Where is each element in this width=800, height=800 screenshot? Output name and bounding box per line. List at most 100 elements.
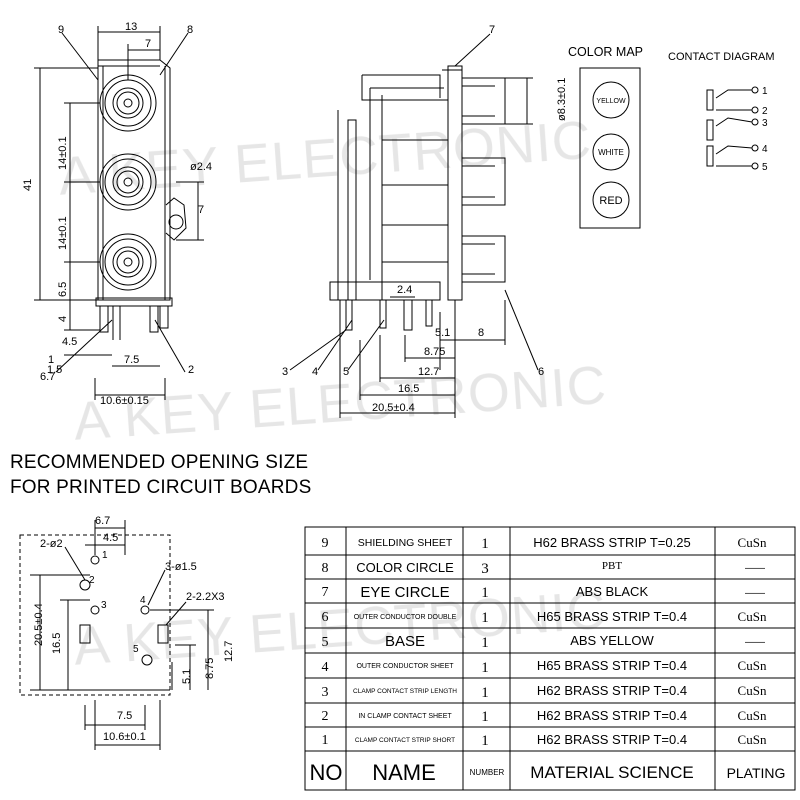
side-view-labels: ø8.3±0.1 2.4 5.1 8 8.75 12.7 16.5 20.5±0… [282,24,568,414]
bom-name: COLOR CIRCLE [356,560,454,575]
callout-1: 1 [48,354,54,366]
bom-material: ABS YELLOW [570,633,654,648]
dim-tab-7: 7 [198,204,204,216]
bom-row: 7 EYE CIRCLE 1 ABS BLACK —— [322,584,766,601]
color-map-frame [579,67,641,229]
bom-plating: CuSn [738,658,767,673]
pcb-dim-10-6: 10.6±0.1 [103,731,146,743]
bom-qty: 1 [481,733,489,749]
bom-name: OUTER CONDUCTOR SHEET [356,663,454,670]
front-body-outline [97,59,171,301]
contact-pin-4: 4 [762,144,768,155]
bom-no: 4 [322,660,329,675]
bom-plating: —— [745,637,765,648]
bom-qty: 3 [481,561,489,577]
side-jack-barrel-top [462,77,506,125]
pcb-heading-line-1: RECOMMENDED OPENING SIZE [10,452,309,473]
pcb-heading-line-2: FOR PRINTED CIRCUIT BOARDS [10,477,312,498]
bom-qty: 1 [481,585,489,601]
bom-header-row: NO NAME NUMBER MATERIAL SCIENCE PLATING [310,760,786,785]
dim-width-13: 13 [125,21,137,33]
color-map: COLOR MAP YELLOW WHITE RED [568,45,643,229]
dim-6-7: 6.7 [40,371,55,383]
callout-5: 5 [343,366,349,378]
bom-name: BASE [385,633,425,650]
pcb-slot-right [157,624,169,644]
callout-7: 7 [489,24,495,36]
bom-plating: —— [745,563,765,574]
bom-material: ABS BLACK [576,584,649,599]
dim-5-1: 5.1 [435,327,450,339]
front-tab-hole [168,214,184,230]
bom-row: 2 IN CLAMP CONTACT SHEET 1 H62 BRASS STR… [322,708,767,725]
pcb-dim-16-5: 16.5 [51,633,63,654]
pcb-slot-left [79,624,91,644]
bom-material: H65 BRASS STRIP T=0.4 [537,658,687,673]
bom-material: H62 BRASS STRIP T=0.25 [533,535,690,550]
pcb-dim-12-7: 12.7 [223,641,235,662]
bom-row: 9 SHIELDING SHEET 1 H62 BRASS STRIP T=0.… [322,535,767,552]
pcb-dim-5-1: 5.1 [181,669,193,684]
bom-no: 9 [322,536,329,551]
bom-no: 2 [322,709,329,724]
bom-name: EYE CIRCLE [360,584,449,601]
side-jack-barrel-mid [462,157,506,206]
bom-row: 3 CLAMP CONTACT STRIP LENGTH 1 H62 BRASS… [322,683,767,701]
dim-8-75: 8.75 [424,346,445,358]
pcb-outline [19,534,171,696]
callout-4: 4 [312,366,318,378]
bom-qty: 1 [481,536,489,552]
dim-8: 8 [478,327,484,339]
dim-diameter-8-3: ø8.3±0.1 [556,78,568,121]
bom-header-plating: PLATING [727,765,786,781]
bom-no: 8 [322,561,329,576]
contact-diagram-title: CONTACT DIAGRAM [668,51,775,63]
bom-qty: 1 [481,709,489,725]
pcb-dim-20-5: 20.5±0.4 [33,603,45,646]
side-view [289,33,539,418]
dim-1-5: 1.5 [47,364,62,376]
color-label-yellow: YELLOW [596,98,626,105]
pcb-hole-5 [141,654,153,666]
callout-8: 8 [187,24,193,36]
bom-row: 4 OUTER CONDUCTOR SHEET 1 H65 BRASS STRI… [322,658,767,676]
contact-diagram-pins: 1 2 3 4 5 [762,86,768,173]
dim-12-7: 12.7 [418,366,439,378]
color-swatch-red [592,181,630,219]
bom-header-no: NO [310,760,343,785]
dim-10-6: 10.6±0.15 [100,395,149,407]
dim-7-5: 7.5 [124,354,139,366]
bom-row: 6 OUTER CONDUCTOR DOUBLE 1 H65 BRASS STR… [322,609,767,626]
pcb-dim-7-5: 7.5 [117,710,132,722]
bom-no: 5 [322,635,329,650]
pcb-dim-4-5: 4.5 [103,532,118,544]
front-jack-yellow [99,74,157,132]
contact-pin-3: 3 [762,118,768,129]
contact-pin-1: 1 [762,86,768,97]
color-swatch-yellow [592,81,630,119]
bom-name: OUTER CONDUCTOR DOUBLE [354,614,457,621]
bom-row: 8 COLOR CIRCLE 3 PBT —— [322,560,766,577]
color-swatch-white [592,133,630,171]
bom-material: H62 BRASS STRIP T=0.4 [537,732,687,747]
pcb-hole-1 [90,555,100,565]
pcb-dim-6-7: 6.7 [95,515,110,527]
side-jack-barrel-bottom [462,235,506,283]
pcb-hole-label-5: 5 [133,644,139,655]
front-view-labels: 13 7 41 14±0.1 14±0.1 6.5 4 4.5 7.5 1.5 … [22,21,212,407]
watermarks: A KEY ELECTRONIC A KEY ELECTRONIC A KEY … [57,110,609,677]
pcb-opening-heading: RECOMMENDED OPENING SIZE FOR PRINTED CIR… [10,450,311,500]
bom-qty: 1 [481,635,489,651]
bom-row: 1 CLAMP CONTACT STRIP SHORT 1 H62 BRASS … [322,732,767,749]
front-view [34,26,204,400]
dim-16-5: 16.5 [398,383,419,395]
bom-no: 1 [322,733,329,748]
bom-plating: CuSn [738,683,767,698]
callout-3: 3 [282,366,288,378]
bom-name: CLAMP CONTACT STRIP LENGTH [353,688,457,695]
callout-6: 6 [538,366,544,378]
bom-no: 3 [322,685,329,700]
bom-qty: 1 [481,610,489,626]
pcb-labels: 6.7 4.5 2-ø2 3-ø1.5 2-2.2X3 20.5±0.4 16.… [33,515,235,743]
bom-name: CLAMP CONTACT STRIP SHORT [355,737,455,744]
